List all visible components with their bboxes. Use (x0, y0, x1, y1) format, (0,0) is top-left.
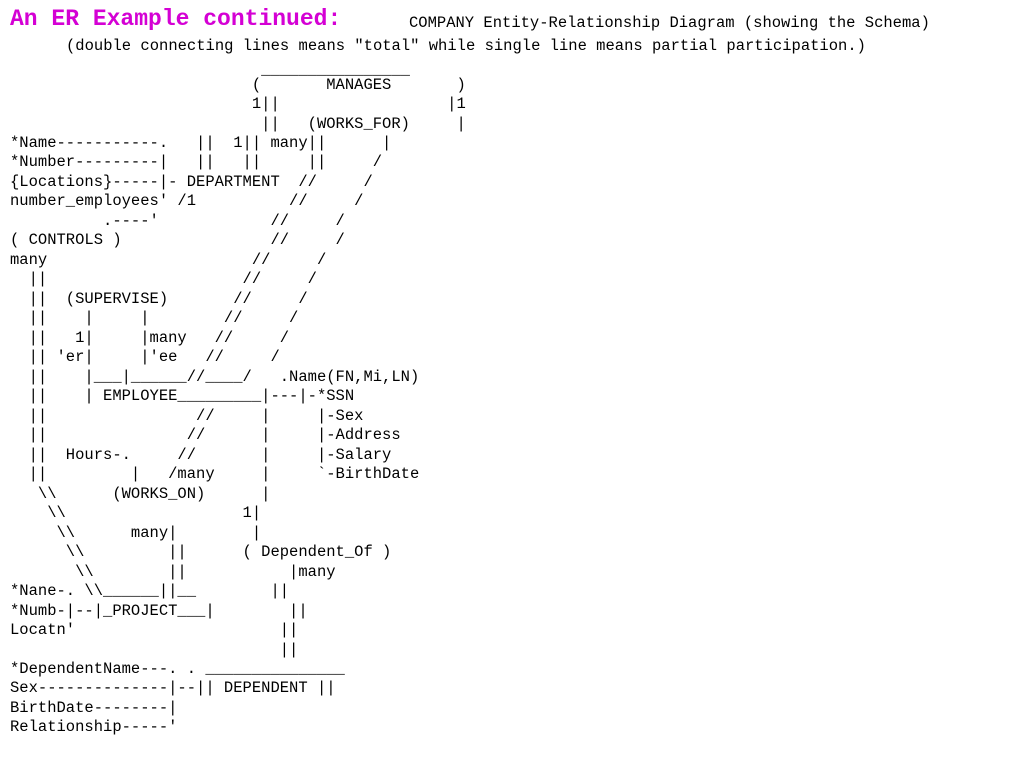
diagram-line: many // / (10, 251, 327, 269)
diagram-line: || // | |-Sex (10, 407, 364, 425)
diagram-line: 1|| |1 (10, 95, 466, 113)
diagram-line: Relationship-----' (10, 718, 178, 736)
diagram-line: || // / (10, 270, 317, 288)
diagram-line: || | /many | `-BirthDate (10, 465, 420, 483)
diagram-line: || (WORKS_FOR) | (10, 115, 466, 133)
diagram-line: || 'er| |'ee // / (10, 348, 280, 366)
diagram-line: || Hours-. // | |-Salary (10, 446, 392, 464)
diagram-line: ( CONTROLS ) // / (10, 231, 345, 249)
diagram-line: || 1| |many // / (10, 329, 290, 347)
diagram-line: *DependentName---. . _______________ (10, 660, 345, 678)
slide-subtitle: COMPANY Entity-Relationship Diagram (sho… (409, 14, 930, 32)
diagram-line: *Nane-. \\______||__ || (10, 582, 290, 600)
diagram-line: || (SUPERVISE) // / (10, 290, 308, 308)
participation-note: (double connecting lines means "total" w… (66, 37, 866, 55)
diagram-line: number_employees' /1 // / (10, 192, 364, 210)
diagram-line: *Number---------| || || || / (10, 153, 383, 171)
diagram-line: \\ || ( Dependent_Of ) (10, 543, 392, 561)
slide-title: An ER Example continued: (10, 6, 342, 32)
diagram-line: \\ many| | (10, 524, 262, 542)
diagram-line: *Numb-|--|_PROJECT___| || (10, 602, 308, 620)
diagram-line: || (10, 641, 299, 659)
diagram-line: || // | |-Address (10, 426, 401, 444)
diagram-line: {Locations}-----|- DEPARTMENT // / (10, 173, 373, 191)
diagram-line: BirthDate--------| (10, 699, 178, 717)
diagram-line: || | | // / (10, 309, 299, 327)
diagram-line: \\ || |many (10, 563, 336, 581)
diagram-line: Sex--------------|--|| DEPENDENT || (10, 679, 336, 697)
diagram-line: .----' // / (10, 212, 345, 230)
diagram-line: || | EMPLOYEE_________|---|-*SSN (10, 387, 355, 405)
diagram-line: \\ (WORKS_ON) | (10, 485, 271, 503)
diagram-line: Locatn' || (10, 621, 299, 639)
diagram-line: *Name-----------. || 1|| many|| | (10, 134, 392, 152)
diagram-line: ________________ (10, 61, 410, 79)
diagram-line: || |___|______//____/ .Name(FN,Mi,LN) (10, 368, 420, 386)
diagram-line: \\ 1| (10, 504, 262, 522)
diagram-line: ( MANAGES ) (10, 76, 466, 94)
